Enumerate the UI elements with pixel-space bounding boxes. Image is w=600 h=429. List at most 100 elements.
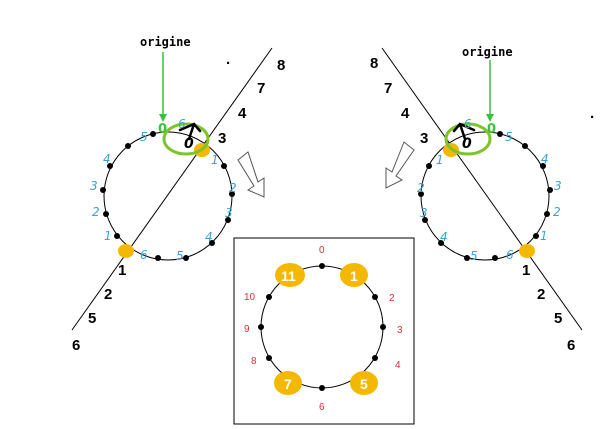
left-circle-label: 1: [104, 229, 112, 243]
right-diagonal-line: [381, 47, 583, 331]
left-dot: [150, 131, 156, 137]
right-origin-arrow-head: [486, 114, 494, 122]
left-hollow-arrow: [237, 151, 265, 198]
right-line-number: 2: [537, 286, 545, 303]
right-inner-zero: 0: [462, 136, 472, 152]
right-circle-label: 1: [540, 229, 548, 243]
right-line-number: 6: [567, 337, 575, 354]
left-line-number: 5: [88, 310, 96, 327]
left-arrow-mark: [178, 122, 202, 141]
right-intersection-bottom: [519, 244, 535, 258]
left-dot: [100, 187, 106, 193]
center-badge-1: 1: [340, 263, 368, 287]
left-circle-label: 6: [178, 117, 186, 131]
left-line-number: 2: [104, 286, 112, 303]
center-box-frame: [233, 237, 415, 425]
right-circle-label: 2: [417, 181, 425, 195]
center-dots: [258, 263, 386, 391]
left-origin-label: origine: [140, 35, 191, 49]
center-red-label: 2: [389, 293, 395, 304]
right-circle-label: 5: [505, 130, 513, 144]
left-circle-label: 6: [140, 248, 148, 262]
right-circle-label: 2: [553, 205, 561, 219]
right-line-number: 5: [554, 310, 562, 327]
left-diagonal-line: [71, 47, 273, 331]
right-dot: [438, 240, 444, 246]
left-inner-zero: 0: [184, 136, 194, 152]
left-line-number: 4: [238, 105, 247, 122]
left-circle-label: 3: [225, 206, 233, 220]
center-badge-11: 11: [275, 263, 305, 287]
center-dot: [380, 324, 386, 330]
left-dot: [114, 233, 120, 239]
center-badge-label: 7: [284, 376, 292, 392]
center-badge-label: 1: [350, 268, 358, 284]
left-circle-label: 1: [211, 153, 219, 167]
right-circle-label: 4: [541, 152, 549, 166]
left-circle-label: 5: [140, 130, 148, 144]
right-arrow-mark: [452, 122, 476, 141]
left-dot: [229, 191, 235, 197]
center-badge-label: 5: [360, 376, 368, 392]
center-red-label: 4: [395, 360, 401, 371]
left-origin-ring: [162, 122, 210, 156]
left-decimal-dot: ·: [226, 55, 231, 72]
left-circle-dots: [100, 131, 235, 261]
right-dot: [544, 211, 550, 217]
right-circle-label: 3: [420, 206, 428, 220]
right-dot: [540, 163, 546, 169]
left-circle-label: 5: [176, 249, 184, 263]
right-dot: [426, 163, 432, 169]
left-circle-label: 4: [103, 152, 111, 166]
center-badge-7: 7: [274, 371, 302, 395]
center-red-label: 8: [251, 356, 257, 367]
left-dot: [155, 255, 161, 261]
left-dot: [221, 163, 227, 169]
right-line-number: 1: [522, 262, 530, 279]
right-panel: origine 8 7 4 3 1 2 5 6 · 0 6 5 4 3 2 1 …: [370, 45, 595, 354]
left-circle-label: 2: [229, 181, 237, 195]
left-panel: origine 8 7 4 3 1 2 5 6 · 0 6 5 4 3 2 1 …: [71, 35, 285, 354]
left-circle-label: 3: [90, 179, 98, 193]
center-red-label: 3: [397, 325, 403, 336]
left-dot: [103, 211, 109, 217]
right-circle-label: 6: [464, 117, 472, 131]
left-line-number: 3: [218, 130, 226, 147]
left-dot: [209, 240, 215, 246]
right-circle-label: 6: [506, 248, 514, 262]
left-intersection-bottom: [118, 244, 134, 258]
right-circle-label: 5: [470, 249, 478, 263]
center-red-label: 6: [319, 402, 325, 413]
left-line-number: 8: [277, 57, 285, 74]
center-badge-label: 11: [281, 268, 296, 284]
right-hollow-arrow: [385, 141, 415, 189]
left-origin-zero: 0: [158, 122, 167, 137]
center-dot: [266, 355, 272, 361]
right-origin-label: origine: [462, 45, 513, 59]
right-circle-label: 4: [440, 230, 448, 244]
right-dot: [418, 191, 424, 197]
right-dot: [422, 217, 428, 223]
right-dot: [492, 255, 498, 261]
left-circle-label: 4: [205, 230, 213, 244]
right-circle-label: 3: [554, 179, 562, 193]
right-dot: [547, 187, 553, 193]
left-dot: [125, 143, 131, 149]
left-dot: [183, 255, 189, 261]
center-dot: [319, 263, 325, 269]
left-line-number: 1: [118, 262, 126, 279]
center-dot: [258, 324, 264, 330]
right-dot: [497, 131, 503, 137]
left-line-number: 6: [72, 337, 80, 354]
right-line-number: 3: [420, 130, 428, 147]
right-dot: [533, 233, 539, 239]
center-box: 11 1 7 5 0 2 3 4 6 8 9 10: [233, 237, 415, 425]
center-dot: [372, 355, 378, 361]
center-badge-5: 5: [350, 371, 378, 395]
left-line-number: 7: [257, 80, 265, 97]
left-dot: [225, 217, 231, 223]
right-circle-label: 1: [436, 153, 444, 167]
left-origin-arrow-head: [159, 114, 167, 122]
right-line-number: 7: [384, 80, 392, 97]
